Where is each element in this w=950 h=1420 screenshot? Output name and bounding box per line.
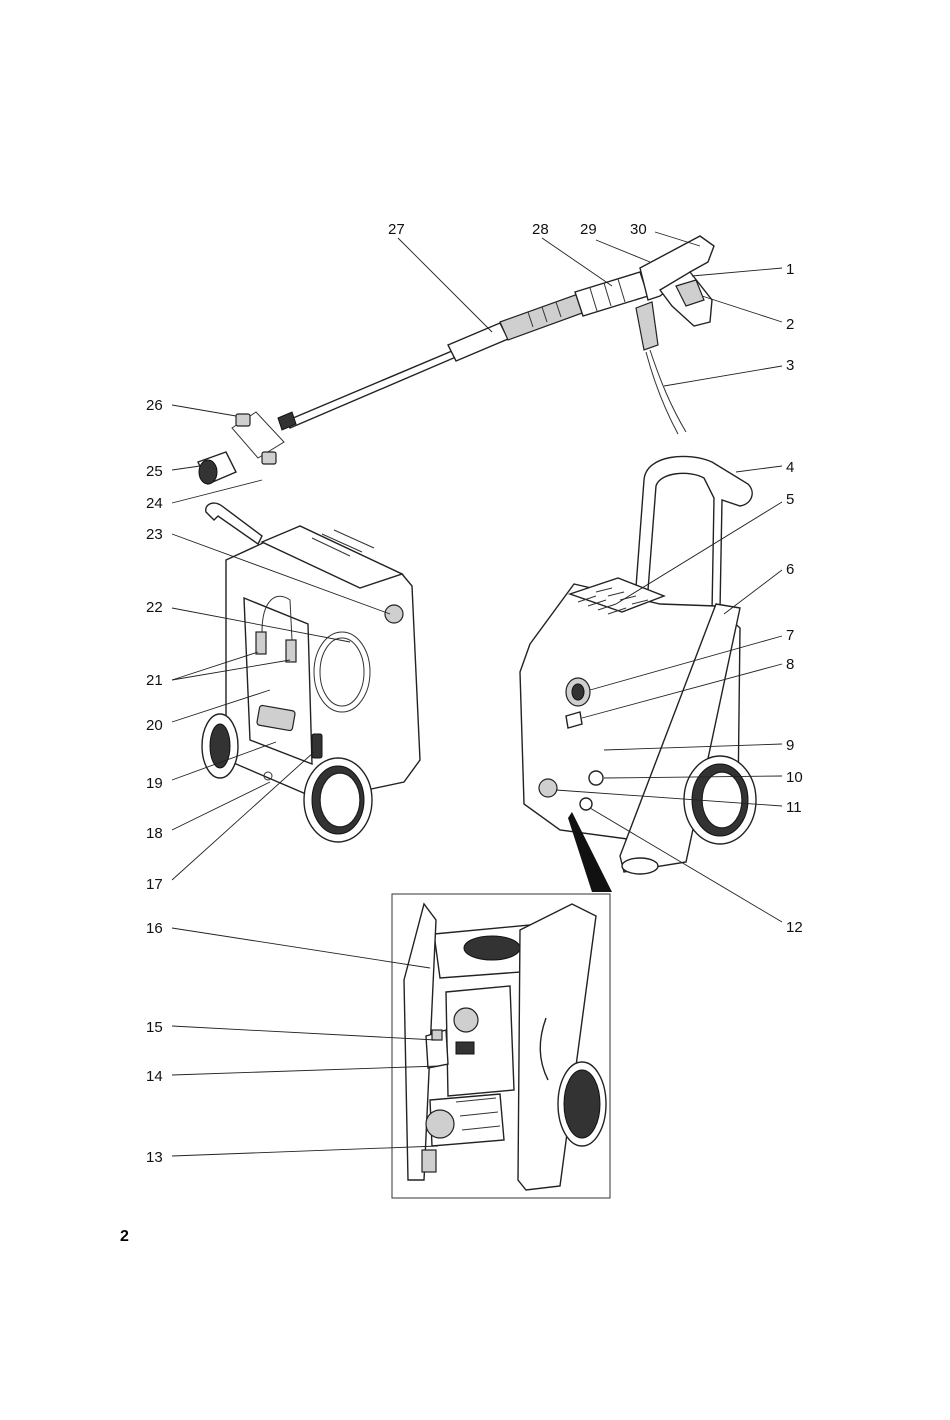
callout-10: 10 bbox=[786, 769, 803, 786]
callout-1: 1 bbox=[786, 261, 794, 278]
callout-6: 6 bbox=[786, 561, 794, 578]
callout-17: 17 bbox=[146, 876, 163, 893]
nozzle-accessories bbox=[198, 412, 284, 484]
callout-28: 28 bbox=[532, 221, 549, 238]
callout-25: 25 bbox=[146, 463, 163, 480]
page-number: 2 bbox=[120, 1228, 129, 1246]
callout-29: 29 bbox=[580, 221, 597, 238]
callout-16: 16 bbox=[146, 920, 163, 937]
callout-18: 18 bbox=[146, 825, 163, 842]
callout-13: 13 bbox=[146, 1149, 163, 1166]
callout-9: 9 bbox=[786, 737, 794, 754]
callout-21: 21 bbox=[146, 672, 163, 689]
callout-27: 27 bbox=[388, 221, 405, 238]
inset-open-housing bbox=[392, 894, 610, 1198]
callout-2: 2 bbox=[786, 316, 794, 333]
callout-11: 11 bbox=[786, 799, 802, 816]
callout-14: 14 bbox=[146, 1068, 163, 1085]
callout-24: 24 bbox=[146, 495, 163, 512]
callout-15: 15 bbox=[146, 1019, 163, 1036]
callout-12: 12 bbox=[786, 919, 803, 936]
callout-26: 26 bbox=[146, 397, 163, 414]
machine-rear-view bbox=[202, 503, 420, 842]
callout-23: 23 bbox=[146, 526, 163, 543]
callout-4: 4 bbox=[786, 459, 794, 476]
callout-20: 20 bbox=[146, 717, 163, 734]
callout-3: 3 bbox=[786, 357, 794, 374]
machine-front-view bbox=[520, 456, 756, 874]
callout-7: 7 bbox=[786, 627, 794, 644]
callout-22: 22 bbox=[146, 599, 163, 616]
callout-8: 8 bbox=[786, 656, 794, 673]
callout-19: 19 bbox=[146, 775, 163, 792]
spray-gun-assembly bbox=[278, 236, 714, 434]
callout-5: 5 bbox=[786, 491, 794, 508]
callout-30: 30 bbox=[630, 221, 647, 238]
